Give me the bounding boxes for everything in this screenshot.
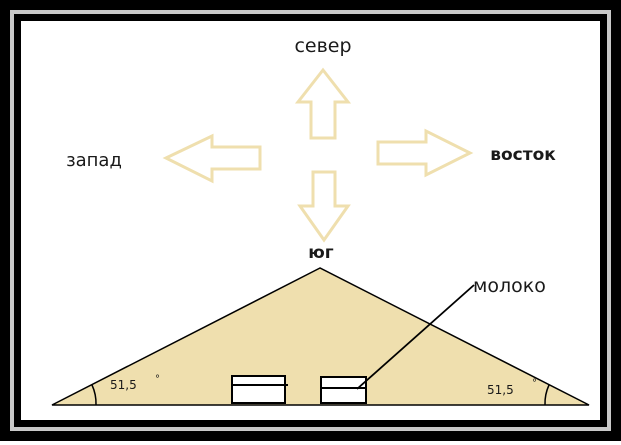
- degree-mark-left: °: [155, 374, 160, 385]
- west-label: запад: [66, 150, 122, 171]
- milk-pointer-line: [356, 284, 475, 390]
- angle-label-right: 51,5: [487, 383, 514, 397]
- arrow-right-icon: [376, 128, 474, 178]
- arrow-left-icon: [162, 133, 262, 184]
- south-label: юг: [308, 243, 334, 263]
- pyramid-triangle: [51, 267, 590, 406]
- milk-label: молоко: [473, 275, 546, 297]
- angle-arc-left: [91, 384, 97, 406]
- angle-label-left: 51,5: [110, 378, 137, 392]
- east-label: восток: [490, 145, 556, 165]
- arrow-up-icon: [294, 67, 352, 140]
- base-chambers: [231, 375, 367, 404]
- chamber-right: [320, 376, 367, 404]
- angle-arc-right: [544, 384, 550, 406]
- compass-arrows: [162, 67, 474, 243]
- north-label: север: [294, 35, 351, 57]
- chamber-left: [231, 375, 286, 404]
- degree-mark-right: °: [532, 378, 537, 389]
- arrow-down-icon: [297, 170, 351, 243]
